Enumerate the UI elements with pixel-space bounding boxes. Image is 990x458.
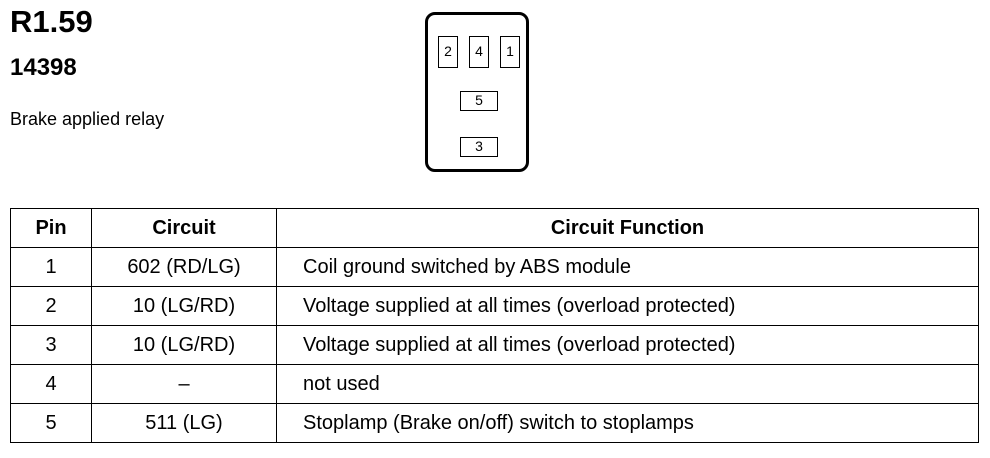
connector-diagram: 2 4 1 5 3 [425,12,529,172]
pin-cell: 1 [10,247,92,287]
circuit-function-cell: Stoplamp (Brake on/off) switch to stopla… [276,403,979,443]
table-header-row: Pin Circuit Circuit Function [10,208,979,248]
circuit-cell: 602 (RD/LG) [91,247,277,287]
circuit-function-cell: Voltage supplied at all times (overload … [276,286,979,326]
pin-cell: 5 [10,403,92,443]
column-header-pin: Pin [10,208,92,248]
connector-pin-1: 1 [500,36,520,68]
circuit-function-cell: not used [276,364,979,404]
table-row: 2 10 (LG/RD) Voltage supplied at all tim… [10,286,979,326]
connector-pin-4: 4 [469,36,489,68]
relay-reference-id: R1.59 [10,4,93,39]
column-header-circuit-function: Circuit Function [276,208,979,248]
circuit-cell: 511 (LG) [91,403,277,443]
circuit-function-cell: Coil ground switched by ABS module [276,247,979,287]
table-row: 4 – not used [10,364,979,404]
circuit-function-cell: Voltage supplied at all times (overload … [276,325,979,365]
table-row: 5 511 (LG) Stoplamp (Brake on/off) switc… [10,403,979,443]
column-header-circuit: Circuit [91,208,277,248]
relay-description: Brake applied relay [10,109,165,129]
circuit-cell: – [91,364,277,404]
connector-pin-5: 5 [460,91,498,111]
table-row: 3 10 (LG/RD) Voltage supplied at all tim… [10,325,979,365]
connector-pin-3: 3 [460,137,498,157]
circuit-cell: 10 (LG/RD) [91,325,277,365]
pin-circuit-table: Pin Circuit Circuit Function 1 602 (RD/L… [10,208,979,443]
part-number: 14398 [10,54,77,81]
connector-pin-2: 2 [438,36,458,68]
circuit-cell: 10 (LG/RD) [91,286,277,326]
pin-cell: 4 [10,364,92,404]
pin-cell: 3 [10,325,92,365]
table-row: 1 602 (RD/LG) Coil ground switched by AB… [10,247,979,287]
pin-cell: 2 [10,286,92,326]
